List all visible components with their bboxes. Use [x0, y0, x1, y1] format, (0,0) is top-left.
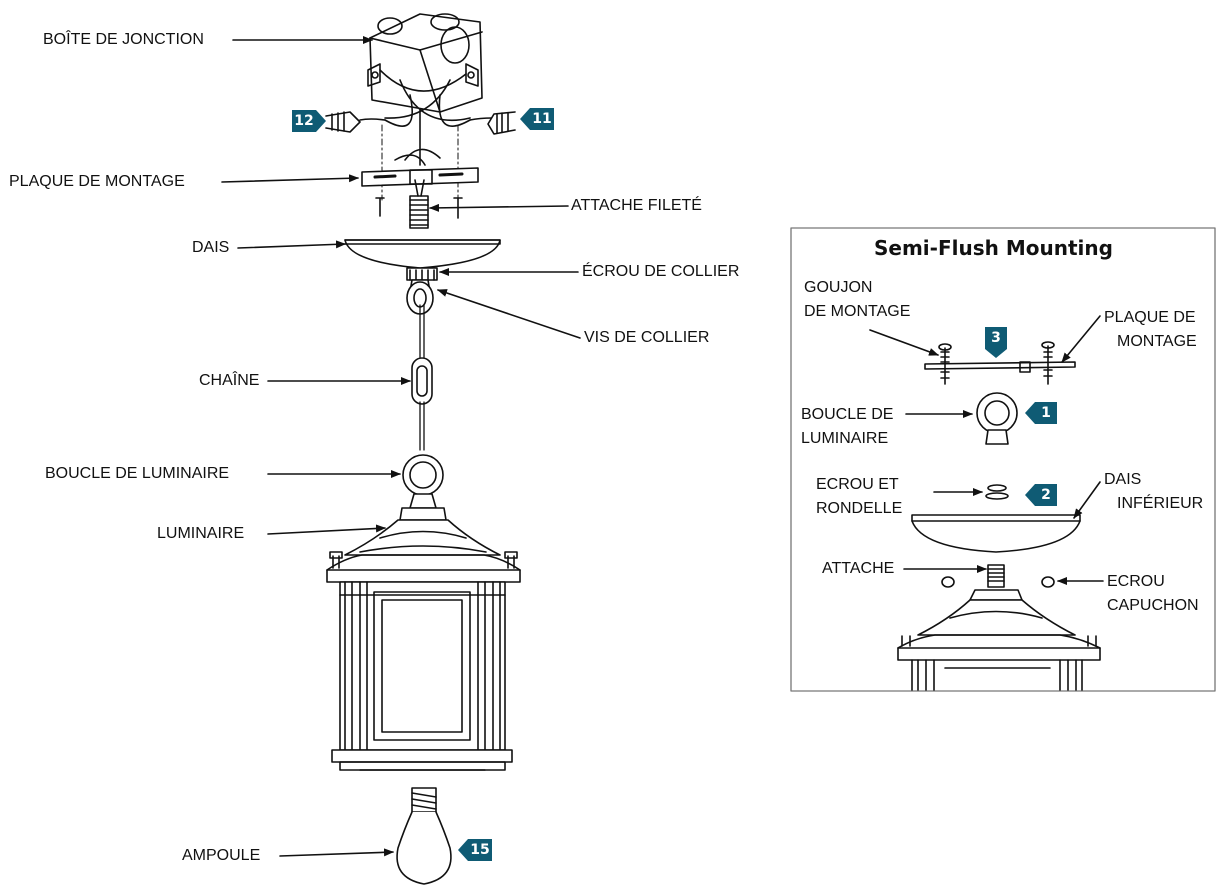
- inset-label-plate-2: MONTAGE: [1117, 333, 1197, 350]
- inset-label-cap-nut-2: CAPUCHON: [1107, 597, 1199, 614]
- step-badge-3: 3: [985, 327, 1007, 358]
- mounting-plate-drawing: [361, 167, 479, 229]
- main-leaders: [221, 36, 581, 857]
- inset-label-plate-1: PLAQUE DE: [1104, 309, 1196, 326]
- label-chain: CHAÎNE: [199, 372, 260, 389]
- step-badge-12: 12: [292, 110, 326, 132]
- fixture-loop-drawing: [402, 454, 444, 509]
- junction-box-drawing: [367, 13, 483, 113]
- label-threaded-rod: ATTACHE FILETÉ: [571, 197, 702, 214]
- inset-label-loop-1: BOUCLE DE: [801, 406, 894, 423]
- inset-label-nut-2: RONDELLE: [816, 500, 903, 517]
- inset-label-loop-2: LUMINAIRE: [801, 430, 889, 447]
- wires-drawing: [325, 79, 516, 201]
- lantern-drawing: [326, 507, 521, 771]
- inset-label-canopy-1: DAIS: [1104, 471, 1142, 488]
- inset-label-fastener: ATTACHE: [822, 560, 895, 577]
- label-bulb: AMPOULE: [182, 847, 261, 864]
- inset-label-canopy-2: INFÉRIEUR: [1117, 495, 1204, 512]
- label-collar-nut: ÉCROU DE COLLIER: [582, 263, 740, 280]
- label-canopy: DAIS: [192, 239, 230, 256]
- inset-label-stud-1: GOUJON: [804, 279, 873, 296]
- inset-drawing: [897, 341, 1101, 691]
- label-collar-screw: VIS DE COLLIER: [584, 329, 710, 346]
- label-fixture: LUMINAIRE: [157, 525, 245, 542]
- collar-loop-drawing: [406, 279, 434, 315]
- step-badge-11: 11: [520, 108, 554, 130]
- label-mounting-plate: PLAQUE DE MONTAGE: [9, 173, 185, 190]
- canopy-drawing: [344, 239, 501, 281]
- step-badge-15: 15: [458, 839, 492, 861]
- step-badge-1: 1: [1025, 402, 1057, 424]
- label-fixture-loop: BOUCLE DE LUMINAIRE: [45, 465, 230, 482]
- bulb-drawing: [396, 787, 452, 885]
- inset-label-nut-1: ECROU ET: [816, 476, 899, 493]
- inset-label-cap-nut-1: ECROU: [1107, 573, 1165, 590]
- inset-leaders: [869, 315, 1104, 585]
- inset-title: Semi-Flush Mounting: [874, 236, 1113, 260]
- chain-drawing: [411, 304, 433, 451]
- inset-frame: [790, 227, 1216, 692]
- label-junction-box: BOÎTE DE JONCTION: [43, 31, 204, 48]
- inset-label-stud-2: DE MONTAGE: [804, 303, 911, 320]
- step-badge-2: 2: [1025, 484, 1057, 506]
